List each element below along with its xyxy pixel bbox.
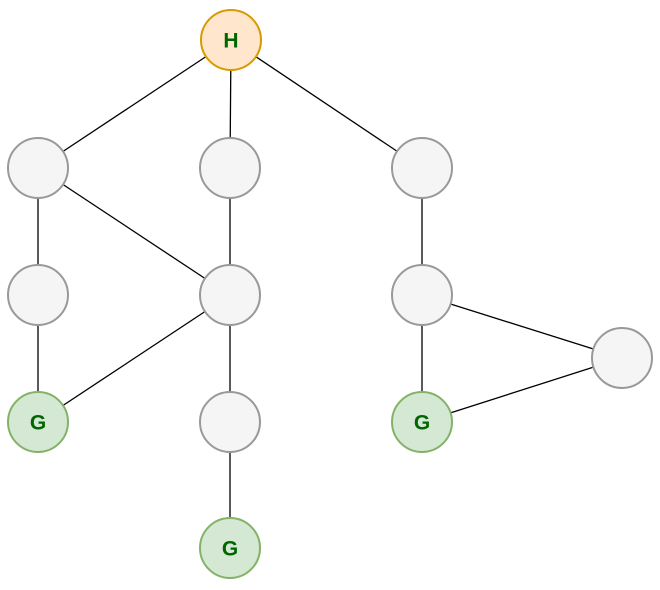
plain-node-R1: [391, 137, 453, 199]
edge-M2-GL: [37, 294, 231, 423]
plain-node-circle: [391, 137, 453, 199]
goal-node-circle: [7, 391, 69, 453]
plain-node-L1: [7, 137, 69, 199]
plain-node-circle: [199, 264, 261, 326]
home-node-circle: [200, 9, 262, 71]
plain-node-circle: [591, 327, 653, 389]
goal-node-circle: [391, 391, 453, 453]
home-node-H: H: [200, 9, 262, 71]
goal-node-GB: G: [199, 517, 261, 579]
plain-node-M2: [199, 264, 261, 326]
edge-L1-M2: [37, 167, 231, 296]
edge-H-L1: [37, 39, 232, 169]
plain-node-R2: [391, 264, 453, 326]
edge-R2-FR: [421, 294, 623, 359]
edge-H-R1: [230, 39, 423, 169]
plain-node-circle: [199, 137, 261, 199]
goal-node-circle: [199, 517, 261, 579]
edge-FR-GR: [421, 357, 623, 423]
plain-node-M1: [199, 137, 261, 199]
plain-node-circle: [7, 264, 69, 326]
plain-node-circle: [391, 264, 453, 326]
plain-node-circle: [7, 137, 69, 199]
plain-node-M3: [199, 391, 261, 453]
goal-node-GL: G: [7, 391, 69, 453]
goal-node-GR: G: [391, 391, 453, 453]
plain-node-circle: [199, 391, 261, 453]
plain-node-FR: [591, 327, 653, 389]
plain-node-L2: [7, 264, 69, 326]
